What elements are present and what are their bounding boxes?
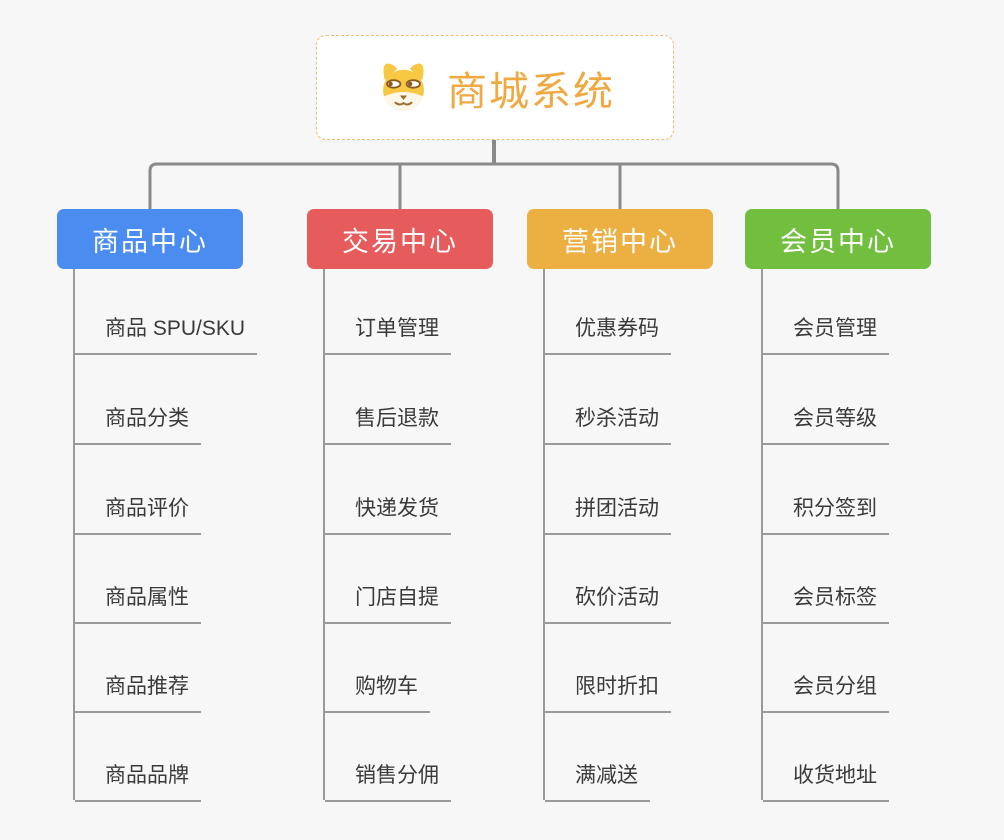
branch-items-product-center: 商品 SPU/SKU 商品分类 商品评价 商品属性 商品推荐 商品品牌 [73, 269, 305, 802]
branch-header-marketing-center[interactable]: 营销中心 [527, 209, 713, 269]
leaf-node[interactable]: 商品品牌 [75, 756, 201, 802]
leaf-node[interactable]: 商品评价 [75, 489, 201, 535]
leaf-node[interactable]: 订单管理 [325, 309, 451, 355]
leaf-node[interactable]: 砍价活动 [545, 578, 671, 624]
root-title: 商城系统 [447, 69, 615, 114]
leaf-node[interactable]: 商品 SPU/SKU [75, 309, 258, 355]
leaf-node[interactable]: 收货地址 [763, 756, 889, 802]
leaf-node[interactable]: 商品推荐 [75, 667, 201, 713]
leaf-node[interactable]: 会员管理 [763, 309, 889, 355]
leaf-node[interactable]: 满减送 [545, 756, 650, 802]
leaf-node[interactable]: 会员分组 [763, 667, 889, 713]
leaf-node[interactable]: 优惠券码 [545, 309, 671, 355]
leaf-node[interactable]: 商品分类 [75, 399, 201, 445]
branch-header-member-center[interactable]: 会员中心 [745, 209, 931, 269]
leaf-node[interactable]: 销售分佣 [325, 756, 451, 802]
leaf-node[interactable]: 快递发货 [325, 489, 451, 535]
branch-items-marketing-center: 优惠券码 秒杀活动 拼团活动 砍价活动 限时折扣 满减送 [543, 269, 775, 802]
branch-header-trade-center[interactable]: 交易中心 [307, 209, 493, 269]
leaf-node[interactable]: 购物车 [325, 667, 430, 713]
dog-face-icon [383, 63, 424, 111]
leaf-node[interactable]: 拼团活动 [545, 489, 671, 535]
leaf-node[interactable]: 会员等级 [763, 399, 889, 445]
branch-items-trade-center: 订单管理 售后退款 快递发货 门店自提 购物车 销售分佣 [323, 269, 555, 802]
leaf-node[interactable]: 秒杀活动 [545, 399, 671, 445]
leaf-node[interactable]: 售后退款 [325, 399, 451, 445]
branch-header-product-center[interactable]: 商品中心 [57, 209, 243, 269]
leaf-node[interactable]: 限时折扣 [545, 667, 671, 713]
branch-items-member-center: 会员管理 会员等级 积分签到 会员标签 会员分组 收货地址 [761, 269, 993, 802]
leaf-node[interactable]: 门店自提 [325, 578, 451, 624]
leaf-node[interactable]: 会员标签 [763, 578, 889, 624]
leaf-node[interactable]: 商品属性 [75, 578, 201, 624]
root-node[interactable]: 商城系统 [316, 35, 674, 140]
leaf-node[interactable]: 积分签到 [763, 489, 889, 535]
